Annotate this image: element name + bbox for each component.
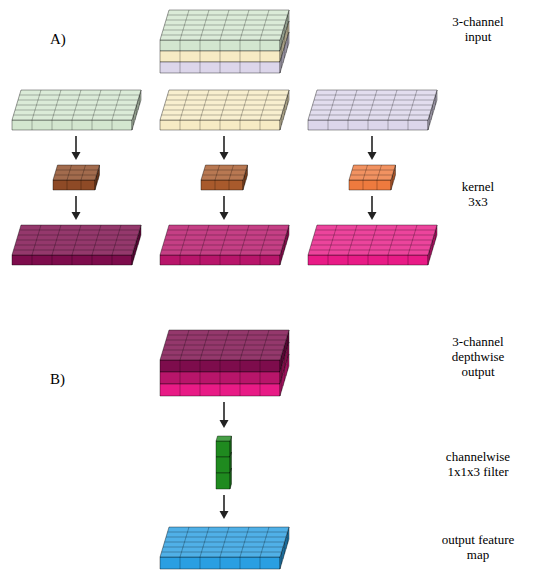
input-channel [308, 90, 437, 130]
stage-label: output feature map [439, 532, 517, 562]
section-label: A) [50, 32, 80, 47]
depthwise-channel-output [12, 225, 141, 265]
depthwise-output-volume [160, 330, 289, 396]
flow-arrow [220, 136, 229, 160]
input-channel [12, 90, 141, 130]
stage-label: 3-channel depthwise output [438, 334, 518, 379]
flow-arrow [220, 196, 229, 220]
kernel-3x3 [53, 165, 100, 190]
flow-arrow [220, 402, 229, 428]
depthwise-channel-output [308, 225, 437, 265]
stage-label: channelwise 1x1x3 filter [436, 449, 521, 479]
depthwise-channel-output [160, 225, 289, 265]
kernel-3x3 [349, 165, 396, 190]
flow-arrow [72, 136, 81, 160]
kernel-3x3 [201, 165, 248, 190]
flow-arrow [368, 136, 377, 160]
input-volume [160, 10, 289, 73]
section-label: B) [50, 372, 80, 387]
flow-arrow [72, 196, 81, 220]
output-feature-map [160, 527, 289, 569]
pointwise-filter [216, 436, 232, 489]
flow-arrow [220, 495, 229, 519]
stage-label: 3-channel input [438, 14, 518, 44]
flow-arrow [368, 196, 377, 220]
input-channel [160, 90, 289, 130]
stage-label: kernel 3x3 [453, 179, 503, 209]
